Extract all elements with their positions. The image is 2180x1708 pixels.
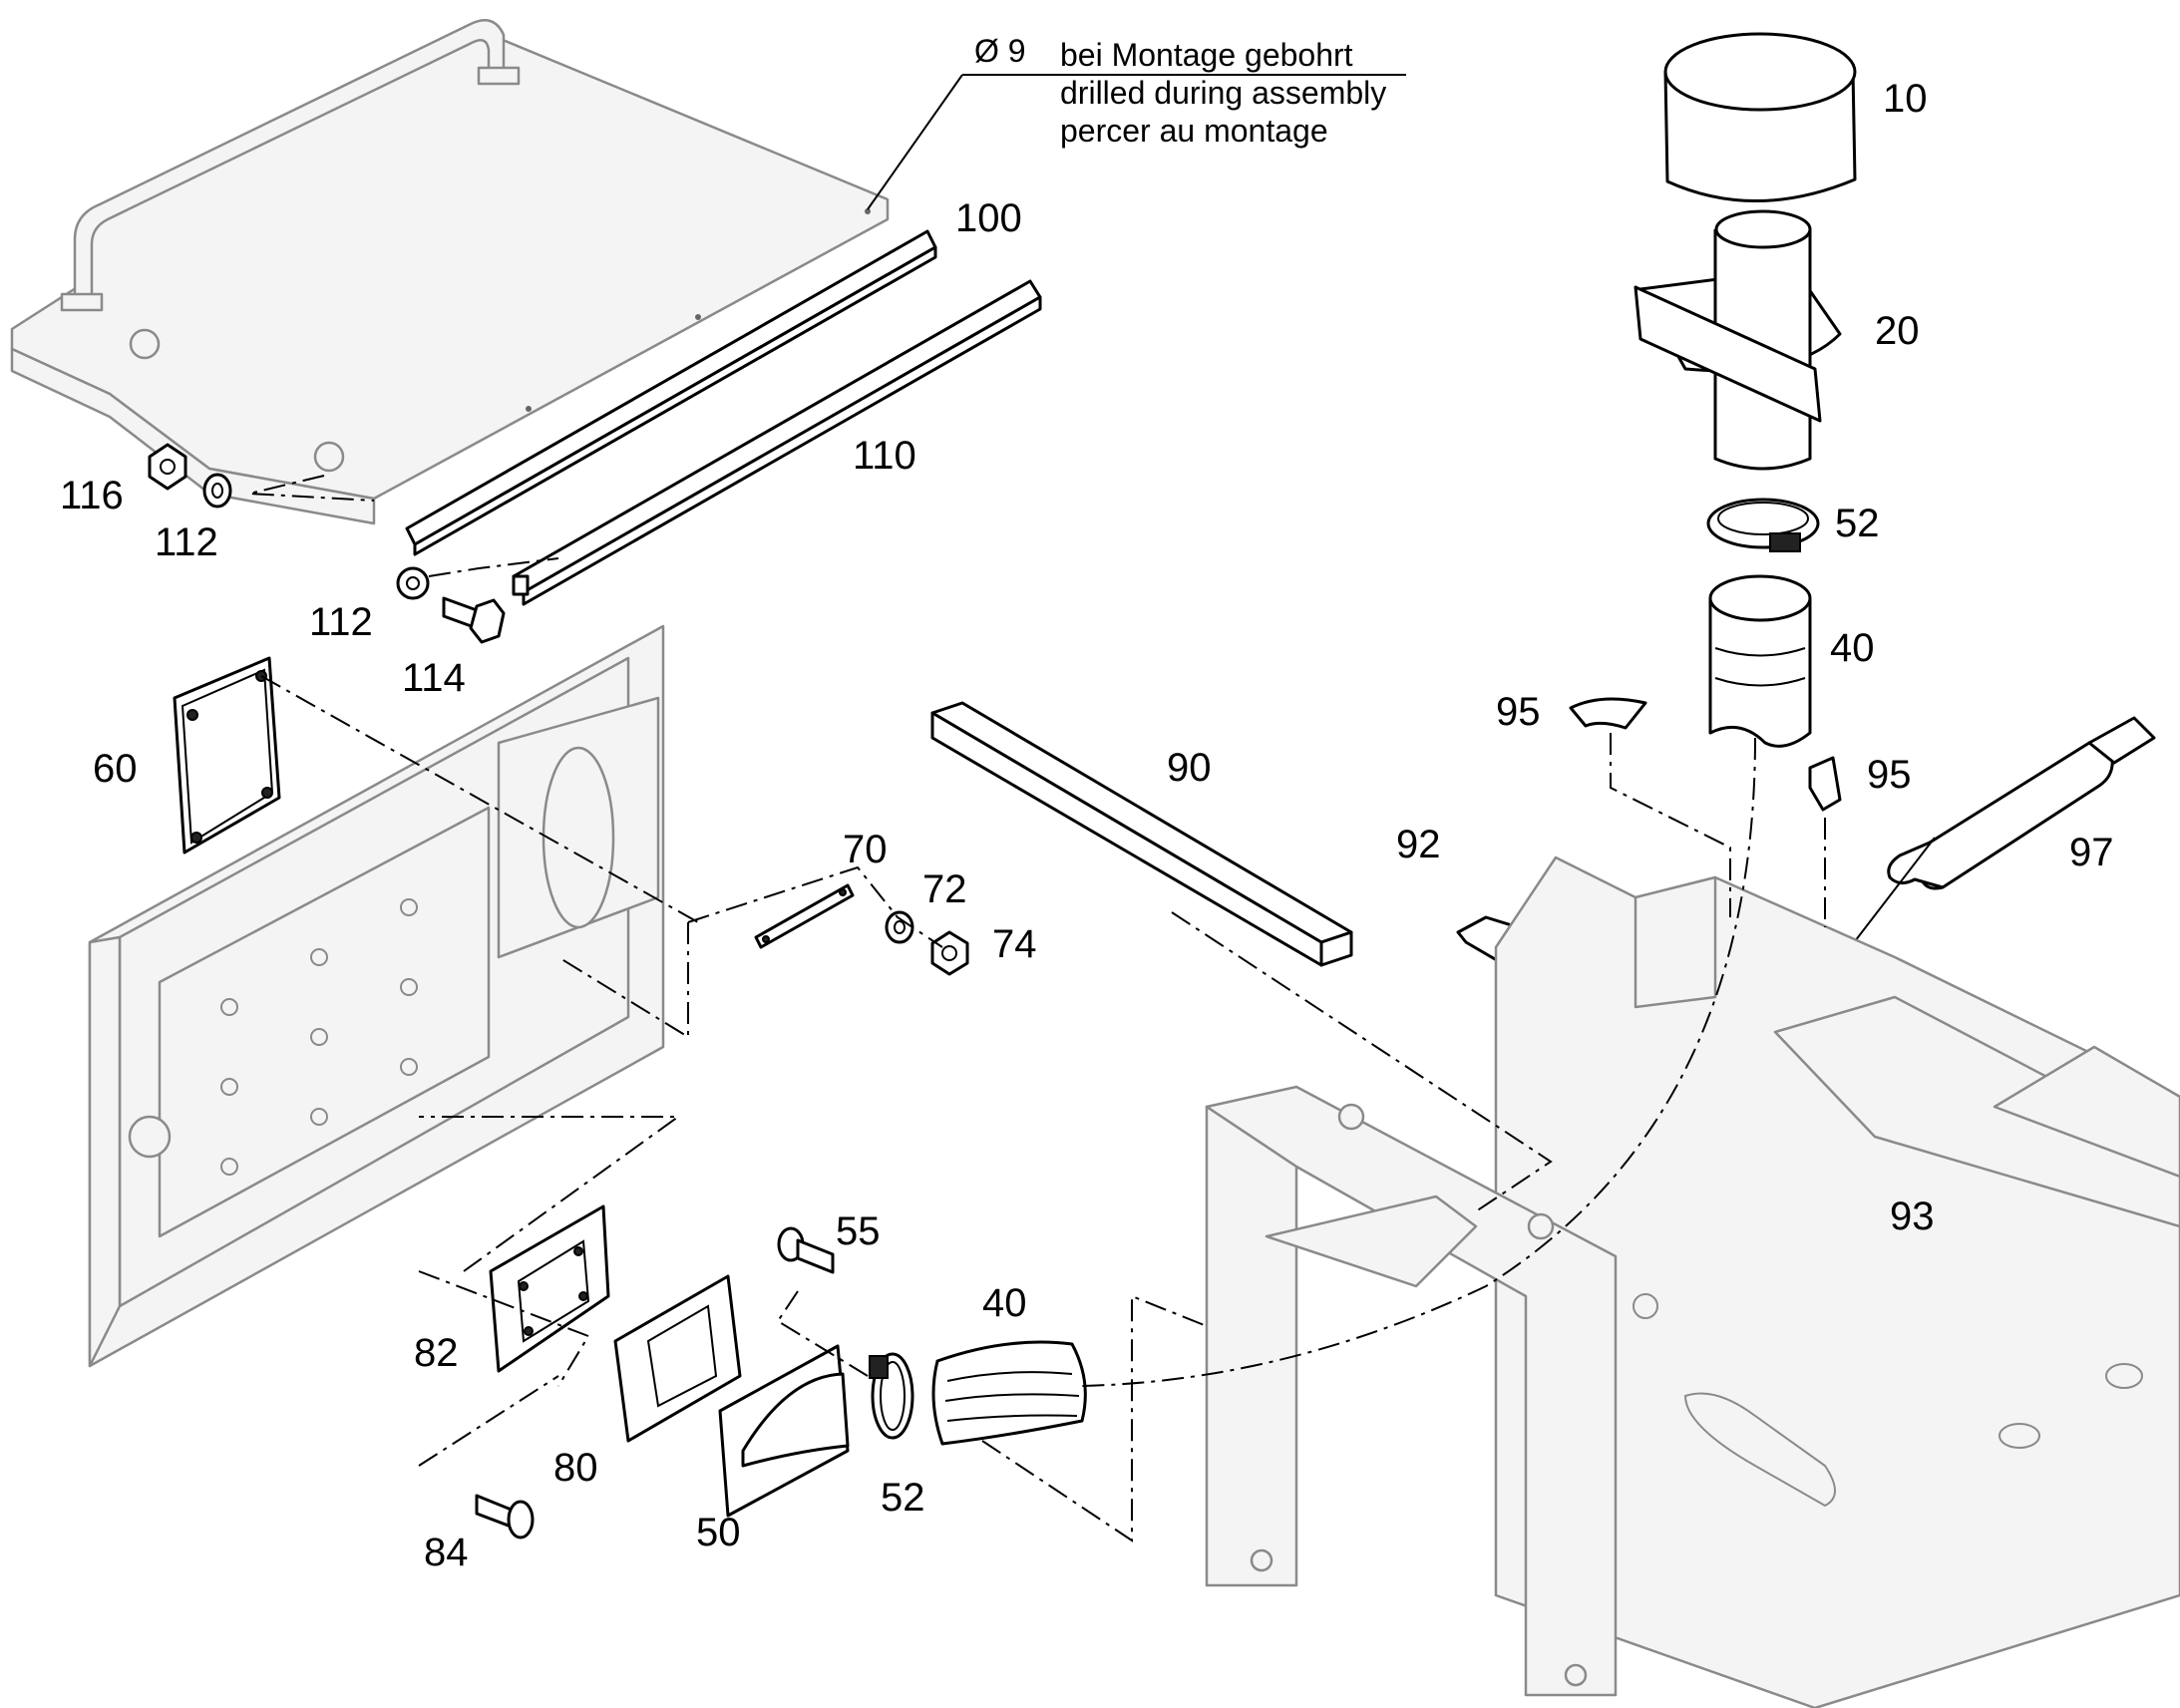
note-line-en: drilled during assembly <box>1060 75 1386 111</box>
callout-116: 116 <box>60 474 124 517</box>
washer-72 <box>885 910 914 944</box>
hose-clamp-52-upper <box>1706 498 1820 552</box>
callout-labels: 10 20 52 40 95 95 97 92 93 90 100 110 11… <box>60 77 2114 1574</box>
machine-frame <box>1494 855 2180 1708</box>
callout-90: 90 <box>1167 746 1212 790</box>
note-line-de: bei Montage gebohrt <box>1060 37 1353 73</box>
nut-116 <box>148 443 187 491</box>
pump-97 <box>1834 716 2156 968</box>
hose-clamp-52-lower <box>869 1352 914 1440</box>
bracket-82 <box>489 1204 610 1373</box>
callout-114: 114 <box>402 656 466 700</box>
hose-40-upper <box>1708 574 1812 748</box>
callout-40-top: 40 <box>1830 626 1875 670</box>
bracket-95-lower <box>1808 756 1842 812</box>
callout-82: 82 <box>414 1331 459 1375</box>
callout-70: 70 <box>843 828 888 871</box>
hose-40-lower <box>931 1340 1087 1446</box>
sealing-strip-100 <box>405 229 937 556</box>
callout-55: 55 <box>836 1209 881 1253</box>
callout-74: 74 <box>992 922 1037 966</box>
gasket-80 <box>613 1274 742 1443</box>
callout-10: 10 <box>1883 77 1928 121</box>
callout-93: 93 <box>1890 1195 1935 1238</box>
assembly-leader-lines <box>248 475 1826 1542</box>
callout-110: 110 <box>853 434 916 478</box>
screw-55 <box>777 1226 835 1274</box>
callout-52-top: 52 <box>1835 502 1880 545</box>
cap-10 <box>1663 32 1857 202</box>
housing-panel <box>88 624 665 1368</box>
callout-60: 60 <box>93 747 138 791</box>
callout-50: 50 <box>696 1511 741 1554</box>
callout-95-b: 95 <box>1867 753 1912 797</box>
callout-72: 72 <box>922 867 967 911</box>
washer-112-upper <box>202 473 232 509</box>
callout-100: 100 <box>955 196 1022 240</box>
callout-84: 84 <box>424 1531 469 1574</box>
note-line-fr: percer au montage <box>1060 113 1328 149</box>
callout-20: 20 <box>1875 309 1920 353</box>
callout-92: 92 <box>1396 823 1441 866</box>
callout-40-bottom: 40 <box>982 1281 1027 1325</box>
callout-95-a: 95 <box>1496 690 1541 734</box>
callout-52-bottom: 52 <box>881 1476 925 1520</box>
bolt-114 <box>442 596 506 644</box>
bolt-84 <box>475 1494 535 1539</box>
beam-90 <box>930 701 1353 967</box>
assembly-note: Ø 9 bei Montage gebohrt drilled during a… <box>867 33 1406 210</box>
callout-97: 97 <box>2069 831 2114 874</box>
callout-80: 80 <box>553 1446 598 1490</box>
washer-112-lower <box>396 566 430 600</box>
support-bracket <box>1205 1085 1618 1697</box>
pipe-flange-20 <box>1634 209 1842 471</box>
callout-112-a: 112 <box>155 520 218 564</box>
strap-70 <box>754 883 855 949</box>
sealing-strip-110 <box>512 279 1042 606</box>
note-dimension: Ø 9 <box>974 33 1026 69</box>
nut-74 <box>930 930 969 976</box>
adapter-50 <box>718 1344 850 1518</box>
cover-plate-60 <box>173 656 281 854</box>
bracket-95-upper <box>1569 697 1647 730</box>
callout-112-b: 112 <box>309 600 373 644</box>
cover-plate <box>10 19 890 525</box>
